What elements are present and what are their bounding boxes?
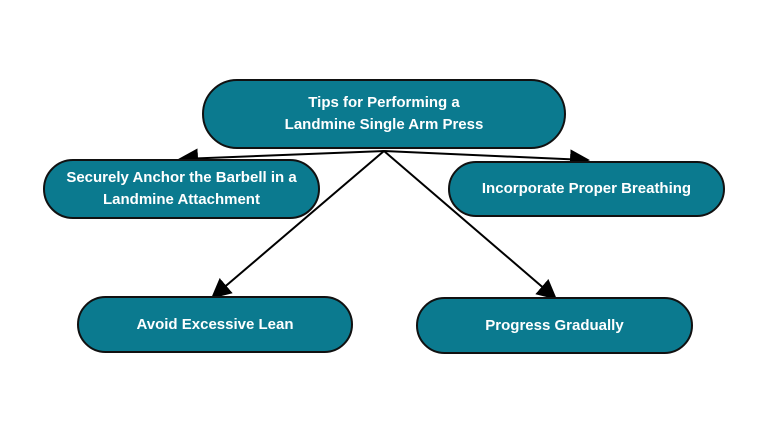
node-securely-anchor: Securely Anchor the Barbell in a Landmin… [43,159,320,219]
node-progress-gradually-label: Progress Gradually [485,316,624,334]
node-avoid-lean: Avoid Excessive Lean [77,296,353,353]
node-proper-breathing: Incorporate Proper Breathing [448,161,725,217]
connector-to-breathing [383,149,590,170]
node-avoid-lean-label: Avoid Excessive Lean [136,315,294,333]
connector-to-anchor [178,148,385,169]
root-node-label: Tips for Performing a Landmine Single Ar… [284,94,484,133]
root-node: Tips for Performing a Landmine Single Ar… [202,79,566,149]
node-progress-gradually: Progress Gradually [416,297,693,354]
node-proper-breathing-label: Incorporate Proper Breathing [481,180,692,198]
node-securely-anchor-label: Securely Anchor the Barbell in a Landmin… [66,169,297,208]
